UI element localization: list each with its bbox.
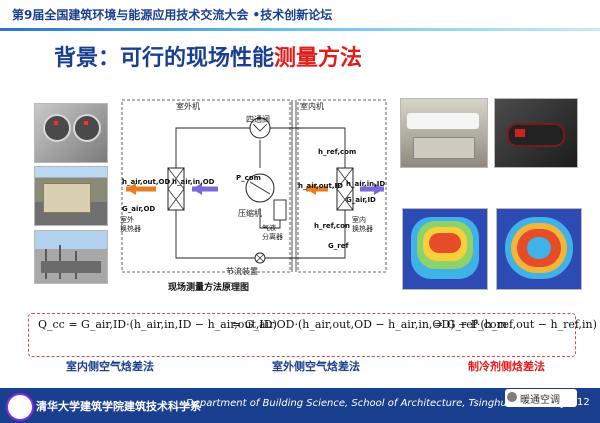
wechat-badge [505, 389, 577, 407]
footer-department-cn: 清华大学建筑学院建筑技术科学系 [36, 400, 201, 413]
equation-indoor: Q_cc = G_air,ID·(h_air,in,ID − h_air,out… [38, 318, 277, 331]
compressor-label: 压缩机 [238, 209, 262, 218]
outdoor-unit-label: 室外机 [176, 102, 200, 111]
h-air-out-od-label: h_air,out,OD [122, 178, 171, 186]
method-indoor-air: 室内侧空气焓差法 [66, 360, 154, 373]
h-ref-com-label: h_ref,com [318, 148, 357, 156]
title-highlight: 测量方法 [274, 46, 363, 71]
equations-box [28, 313, 576, 357]
rooftop-units-photo [34, 230, 108, 284]
page-number: 12 [577, 397, 590, 408]
header-bar [0, 0, 600, 30]
method-refrigerant: 制冷剂侧焓差法 [468, 360, 545, 373]
university-logo-icon [6, 393, 34, 421]
outdoor-hx-label-text: 室外 换热器 [120, 216, 141, 233]
h-air-out-id-label: h_air,out,ID [298, 182, 343, 190]
schematic-diagram [120, 98, 390, 276]
refrigerant-pipe-photo [494, 98, 578, 168]
g-ref-label: G_ref [328, 242, 349, 250]
title-prefix: 背景：可行的现场性能 [54, 46, 275, 71]
schematic-caption: 现场测量方法原理图 [168, 283, 250, 293]
wechat-badge-text: 暖通空调 [520, 395, 560, 406]
h-air-in-od-label: h_air,in,OD [172, 178, 215, 186]
outdoor-unit-photo [34, 103, 108, 163]
separator-label-text: 气液 分离器 [262, 224, 283, 241]
separator-label: 气液 分离器 [262, 224, 283, 242]
g-air-id-label: G_air,ID [346, 196, 376, 204]
conference-title: 第9届全国建筑环境与能源应用技术交流大会 •技术创新论坛 [12, 8, 333, 22]
temperature-heatmap-right [496, 208, 582, 290]
indoor-hx-label: 室内 换热器 [352, 216, 373, 234]
equation-refrigerant: = G_ref·(h_ref,out − h_ref,in) [434, 318, 597, 331]
footer-bar [0, 388, 600, 423]
indoor-unit-photo [400, 98, 488, 168]
equation-outdoor: = G_air,OD·(h_air,out,OD − h_air,in,OD) … [232, 318, 507, 331]
slide-title: 背景：可行的现场性能测量方法 [54, 40, 362, 72]
footer-department-en: Department of Building Science, School o… [186, 398, 567, 409]
indoor-hx-label-text: 室内 换热器 [352, 216, 373, 233]
outdoor-unit-site-photo [34, 166, 108, 226]
indoor-unit-label: 室内机 [300, 102, 324, 111]
method-outdoor-air: 室外侧空气焓差法 [272, 360, 360, 373]
outdoor-hx-label: 室外 换热器 [120, 216, 141, 234]
h-air-in-id-label: h_air,in,ID [346, 180, 386, 188]
p-com-label: P_com [236, 174, 261, 182]
throttle-label: 节流装置 [226, 267, 258, 276]
temperature-heatmap-left [402, 208, 488, 290]
g-air-od-label: G_air,OD [122, 205, 156, 213]
wechat-icon [507, 392, 517, 402]
header-divider [0, 28, 600, 31]
h-ref-con-label: h_ref,con [314, 222, 350, 230]
four-way-valve-label: 四通阀 [246, 115, 270, 124]
